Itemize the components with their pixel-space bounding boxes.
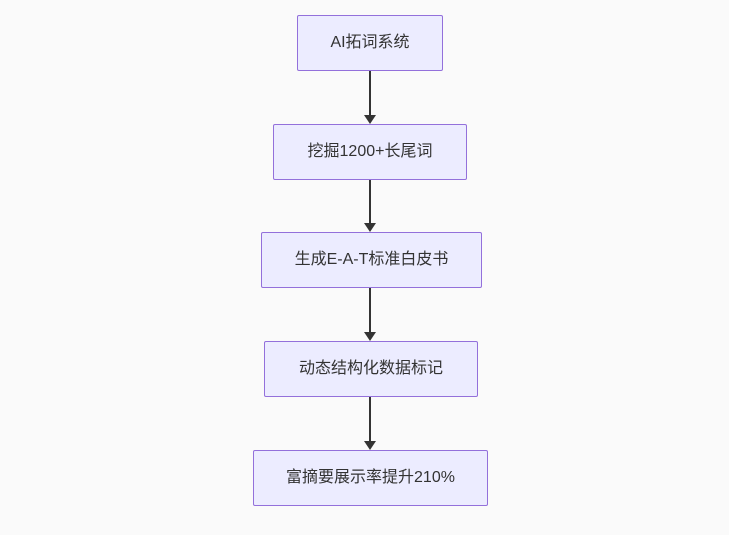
arrow-line	[369, 288, 371, 332]
node-label: 动态结构化数据标记	[298, 360, 443, 377]
node-label: 富摘要展示率提升210%	[286, 469, 455, 486]
node-label: 生成E-A-T标准白皮书	[294, 251, 449, 268]
edge-arrow-4	[364, 397, 376, 450]
flowchart-node-dynamic-structured-data-markup: 动态结构化数据标记	[264, 341, 478, 397]
edge-arrow-1	[364, 71, 376, 124]
flowchart-node-generate-eat-whitepaper: 生成E-A-T标准白皮书	[261, 232, 482, 288]
edge-arrow-3	[364, 288, 376, 341]
flowchart-node-mine-longtail-keywords: 挖掘1200+长尾词	[273, 124, 467, 180]
arrow-line	[369, 71, 371, 115]
node-label: 挖掘1200+长尾词	[307, 143, 433, 160]
arrowhead-icon	[364, 115, 376, 124]
flowchart-node-ai-word-expansion-system: AI拓词系统	[297, 15, 443, 71]
arrow-line	[369, 397, 371, 441]
node-label: AI拓词系统	[330, 34, 410, 51]
edge-arrow-2	[364, 180, 376, 232]
arrowhead-icon	[364, 223, 376, 232]
flowchart-node-rich-snippet-rate-increase: 富摘要展示率提升210%	[253, 450, 488, 506]
arrowhead-icon	[364, 332, 376, 341]
arrowhead-icon	[364, 441, 376, 450]
arrow-line	[369, 180, 371, 223]
